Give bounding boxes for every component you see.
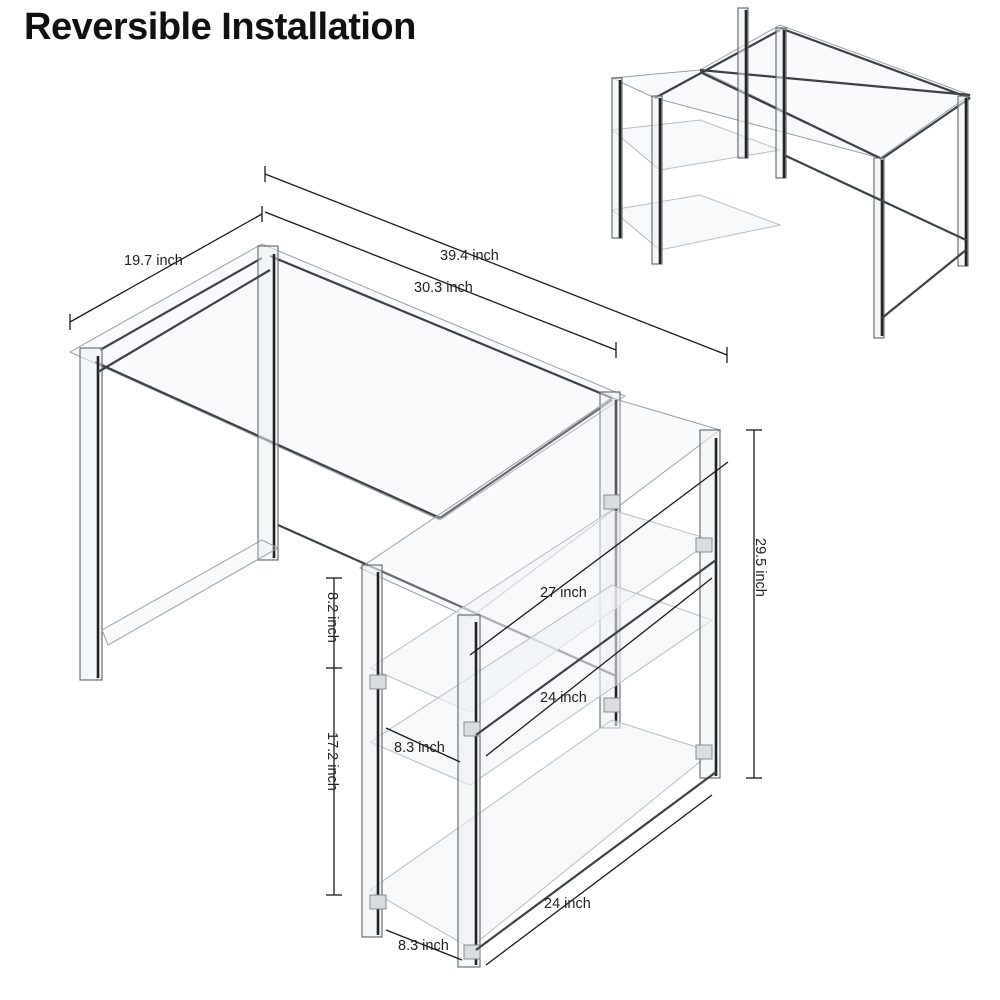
- dimension-shelf-top-label: 27 inch: [540, 585, 587, 601]
- reversed-layout-illustration: [610, 7, 972, 339]
- dimension-depth-mid-label: 8.3 inch: [394, 740, 445, 756]
- desk-main-illustration: [68, 243, 722, 968]
- dimension-total-length-label: 39.4 inch: [440, 248, 499, 264]
- dimension-depth-label: 19.7 inch: [124, 253, 183, 269]
- dimension-gap-bottom-label: 17.2 inch: [324, 732, 340, 791]
- page-title: Reversible Installation: [24, 6, 416, 48]
- dimension-shelf-bottom-label: 24 inch: [544, 896, 591, 912]
- dimension-height-label: 29.5 inch: [752, 538, 768, 597]
- dimension-lines: [69, 166, 762, 966]
- dimension-shelf-mid-label: 24 inch: [540, 690, 587, 706]
- dimension-gap-top-label: 8.2 inch: [324, 592, 340, 643]
- dimension-depth-bottom-label: 8.3 inch: [398, 938, 449, 954]
- dimension-desk-length-label: 30.3 inch: [414, 280, 473, 296]
